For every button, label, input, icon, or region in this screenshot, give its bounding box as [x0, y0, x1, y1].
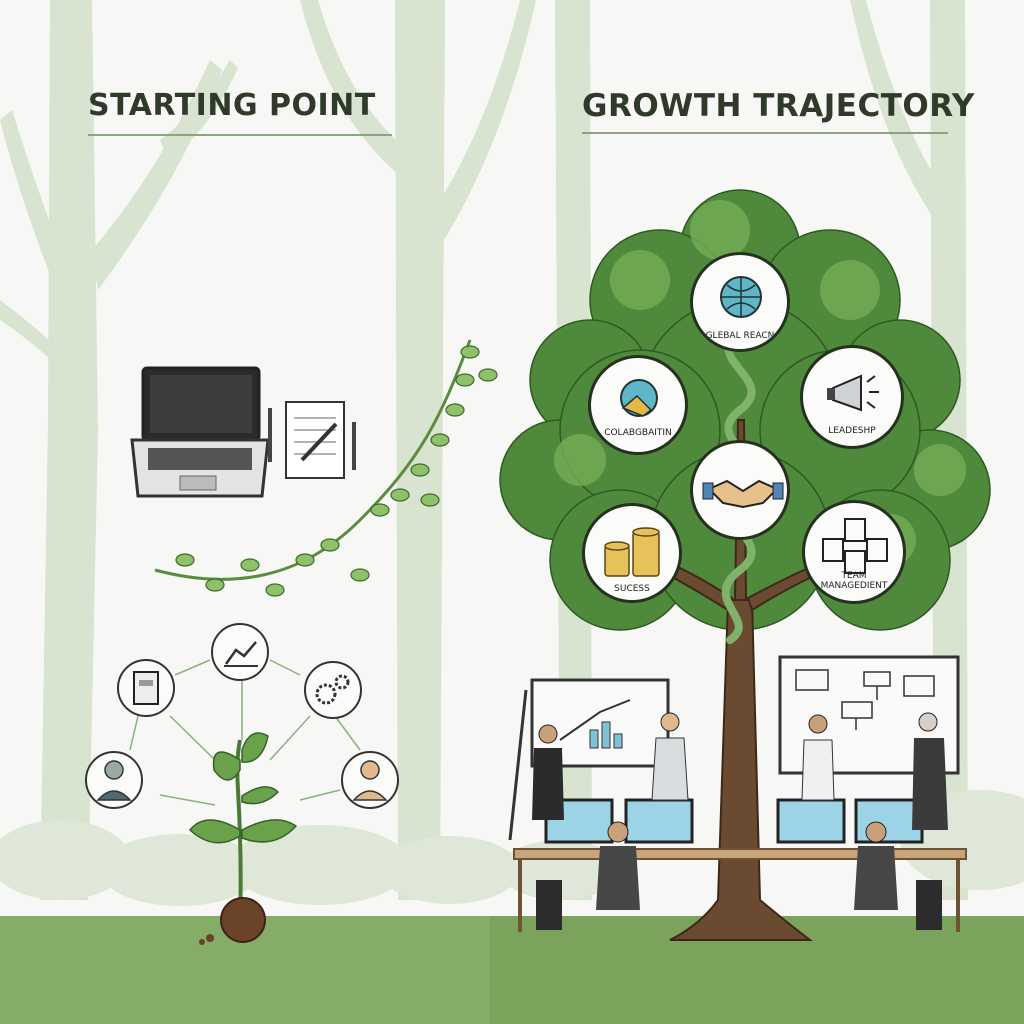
chart-icon [211, 623, 269, 681]
partnership-badge [690, 440, 790, 540]
book-icon [117, 659, 175, 717]
coins-icon [604, 527, 660, 577]
skill-network [129, 659, 361, 806]
global-reach-badge: GLEBAL REACN [690, 252, 790, 352]
person-icon [85, 751, 143, 809]
growth-trajectory-heading: GROWTH TRAJECTORY [582, 88, 975, 124]
starting-point-heading: STARTING POINT [88, 88, 376, 123]
team-management-badge: TEAM MANAGEDIENT [802, 500, 906, 604]
globe-icon [720, 276, 762, 318]
sapling [188, 732, 298, 945]
team-management-label: TEAM MANAGEDIENT [820, 571, 888, 591]
gears-icon [304, 661, 362, 719]
heading-underline [582, 132, 948, 134]
success-label: SUCESS [614, 584, 650, 594]
global-reach-label: GLEBAL REACN [705, 331, 775, 341]
notepad-icon [285, 401, 345, 479]
handshake-icon [702, 479, 784, 509]
desk [513, 848, 967, 932]
background-bushes [0, 790, 1024, 906]
person-icon [341, 751, 399, 809]
monitor-icon [544, 798, 924, 844]
team-icon [822, 518, 888, 574]
globe-icon [620, 379, 658, 417]
heading-underline [88, 134, 392, 136]
collaboration-label: COLABGBAITIN [604, 428, 672, 438]
laptop-icon [130, 366, 270, 498]
pencil-icon [268, 408, 356, 470]
megaphone-icon [827, 374, 879, 412]
leadership-label: LEADESHP [828, 426, 876, 436]
success-badge: SUCESS [582, 503, 682, 603]
collaboration-badge: COLABGBAITIN [588, 355, 688, 455]
growth-vine [154, 339, 498, 597]
leadership-badge: LEADESHP [800, 345, 904, 449]
office-people [532, 712, 948, 910]
